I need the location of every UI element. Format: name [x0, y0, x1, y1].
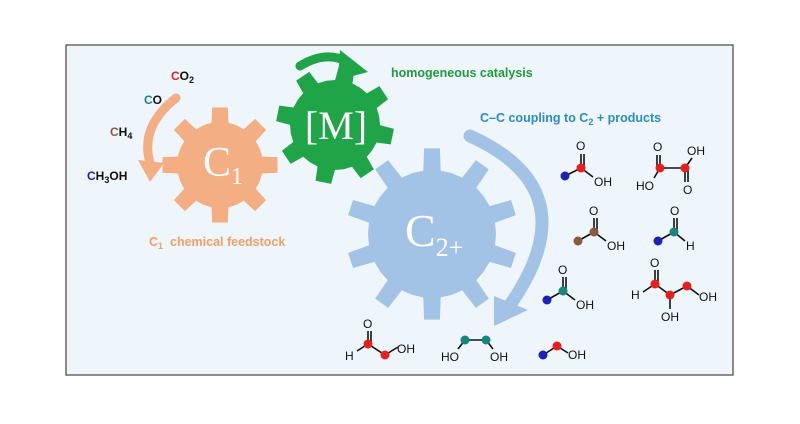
atom-label-oh: OH: [594, 175, 612, 189]
molecule-brown-acid: O OH: [573, 204, 625, 253]
atom-teal: [558, 286, 568, 296]
feedstock-ch4-sub: 4: [127, 131, 132, 141]
feedstock-ch3oh-sub: 3: [104, 175, 109, 185]
atom-label-ho: HO: [441, 350, 459, 364]
c1-gear-label: C1: [203, 140, 243, 190]
atom-label-o: O: [589, 204, 598, 218]
coupling-label-sub: 2: [588, 117, 593, 127]
atom-label-oh: OH: [397, 342, 415, 356]
coupling-label-pre: C–C coupling to C: [480, 111, 588, 125]
atom-label-o: O: [653, 140, 662, 154]
atom-label-oh: OH: [661, 310, 679, 324]
atom-label-h: H: [631, 288, 640, 302]
atom-label-oh: OH: [576, 298, 594, 312]
atom-red: [682, 281, 692, 291]
coupling-label: C–C coupling to C2 + products: [480, 111, 661, 127]
metal-gear-label: [M]: [305, 103, 367, 148]
atom-blue: [653, 236, 663, 246]
feedstock-arrow-head: [138, 160, 164, 182]
c2-gear-sub: 2+: [436, 233, 464, 262]
metal-catalyst-gear: [276, 66, 394, 184]
atom-blue: [560, 171, 570, 181]
feedstock-list: CO2 CO CH4 CH3OH: [87, 69, 194, 185]
atom-teal: [669, 227, 679, 237]
atom-label-h: H: [345, 349, 354, 363]
catalysis-label: homogeneous catalysis: [391, 66, 533, 80]
atom-teal: [460, 335, 470, 345]
atom-label-oh: OH: [699, 290, 717, 304]
feedstock-co: CO: [144, 93, 162, 107]
feedstock-co-rest: O: [153, 93, 162, 107]
atom-label-o: O: [576, 139, 585, 153]
atom-label-oh: OH: [568, 348, 586, 362]
atom-label-o: O: [558, 263, 567, 277]
feedstock-ch3oh-tail: OH: [109, 169, 127, 183]
atom-label-oh: OH: [687, 144, 705, 158]
molecule-blue-alcohol: OH: [538, 341, 586, 362]
atom-brown: [573, 236, 583, 246]
c1-gear-sub: 1: [231, 164, 243, 190]
feedstock-label-sub: 1: [158, 241, 163, 251]
molecule-teal-acid: O OH: [542, 263, 594, 312]
c2-gear-label: C2+: [405, 205, 463, 262]
c1-gear-main: C: [203, 140, 231, 186]
catalysis-arrow-head: [338, 50, 368, 80]
feedstock-co2-carbon: C: [171, 69, 180, 83]
atom-label-o: O: [670, 204, 679, 218]
feedstock-co-carbon: C: [144, 93, 153, 107]
feedstock-label: C1 chemical feedstock: [149, 235, 285, 251]
atom-red: [680, 163, 690, 173]
molecule-glycolaldehyde: O H OH: [345, 317, 415, 363]
atom-label-ho: HO: [636, 179, 654, 193]
coupling-label-post: + products: [593, 111, 661, 125]
feedstock-ch4: CH4: [110, 125, 132, 141]
atom-label-oh: OH: [490, 350, 508, 364]
atom-red: [665, 290, 675, 300]
feedstock-co2-rest: O: [180, 69, 189, 83]
molecule-teal-aldehyde: O H: [653, 204, 695, 253]
atom-label-o: O: [650, 256, 659, 270]
atom-red: [650, 279, 660, 289]
coupling-arrow: [463, 129, 549, 312]
atom-label-o: O: [683, 183, 692, 197]
molecule-ethylene-glycol: HO OH: [441, 335, 508, 364]
feedstock-ch3oh: CH3OH: [87, 169, 127, 185]
feedstock-arrow: [143, 93, 181, 171]
feedstock-ch4-carbon: C: [110, 125, 119, 139]
molecule-blue-acid-top: O OH: [560, 139, 612, 189]
atom-red: [363, 339, 373, 349]
atom-label-o: O: [363, 317, 372, 331]
feedstock-ch3oh-carbon: C: [87, 169, 96, 183]
coupling-arrow-head: [494, 296, 528, 326]
c2-gear-main: C: [405, 205, 436, 256]
feedstock-co2-sub: 2: [189, 75, 194, 85]
feedstock-ch4-rest: H: [119, 125, 128, 139]
atom-blue: [542, 295, 552, 305]
c2-gear: [348, 148, 516, 320]
atom-blue: [538, 350, 548, 360]
feedstock-co2: CO2: [171, 69, 194, 85]
atom-teal: [481, 335, 491, 345]
feedstock-label-post: chemical feedstock: [163, 235, 285, 249]
atom-label-h: H: [686, 239, 695, 253]
feedstock-label-pre: C: [149, 235, 158, 249]
atom-label-oh: OH: [607, 239, 625, 253]
feedstock-ch3oh-rest: H: [96, 169, 105, 183]
atom-red: [655, 163, 665, 173]
atom-red: [576, 163, 586, 173]
c1-gear: [162, 107, 278, 223]
atom-red: [380, 350, 390, 360]
atom-brown: [589, 227, 599, 237]
molecule-glyceraldehyde: O H OH OH: [631, 256, 717, 324]
atom-red: [552, 341, 562, 351]
molecule-oxalic-acid: O OH HO O: [636, 140, 705, 197]
